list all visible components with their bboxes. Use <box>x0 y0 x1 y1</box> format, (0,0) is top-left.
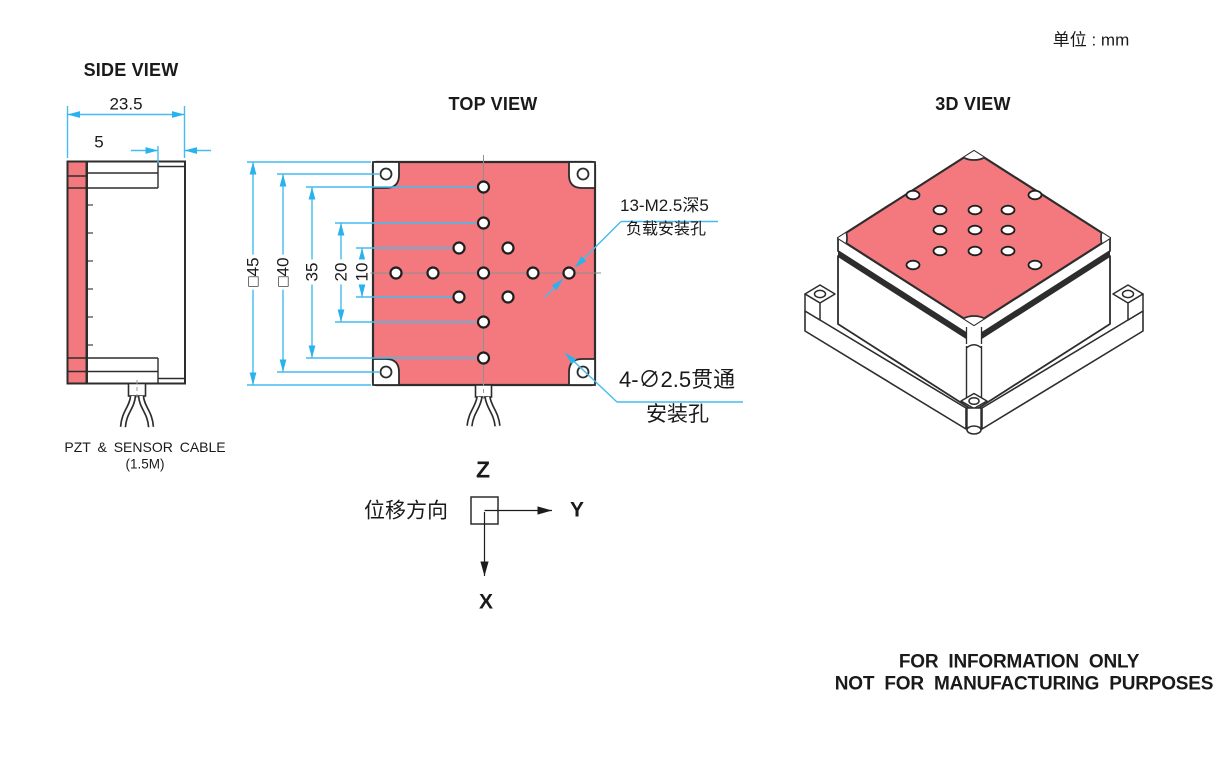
dim-label-sq40: □40 <box>274 254 293 290</box>
side-view-steps <box>87 161 185 384</box>
note-load-holes-line1: 13-M2.5深5 <box>620 196 709 215</box>
axis-x-label: X <box>478 590 494 614</box>
axis-y-label: Y <box>569 498 585 522</box>
dim-label-sq45: □45 <box>244 254 263 290</box>
iso-load-holes <box>905 189 1043 271</box>
dim-label-35: 35 <box>303 259 322 285</box>
side-view-drawing <box>66 106 211 428</box>
note-load-holes-line2: 负载安装孔 <box>626 221 707 238</box>
side-view-face-splits <box>67 175 87 373</box>
load-mount-holes <box>389 180 576 365</box>
axis-z-label: Z <box>475 456 491 483</box>
right-mount-ear <box>1112 284 1144 321</box>
iso-view-drawing <box>804 149 1144 435</box>
cable-length-label: (1.5M) <box>125 456 165 472</box>
corner-mount-hole <box>576 365 590 379</box>
side-view-dimensions <box>66 106 211 163</box>
side-view-body <box>86 160 186 385</box>
units-note: 单位 : mm <box>1052 30 1130 50</box>
flexure-ticks <box>86 204 93 346</box>
rim-channel-cut <box>965 326 983 344</box>
left-mount-ear <box>804 284 836 321</box>
corner-mount-hole <box>379 167 393 181</box>
iso-view-title: 3D VIEW <box>935 94 1011 114</box>
note-mount-holes-line2: 安装孔 <box>646 403 709 426</box>
dim-label-20: 20 <box>332 259 351 285</box>
corner-mount-hole <box>576 167 590 181</box>
footer-line2: NOT FOR MANUFACTURING PURPOSES <box>834 673 1214 695</box>
corner-mount-hole <box>379 365 393 379</box>
dim-label-10: 10 <box>353 259 372 285</box>
cable-label: PZT & SENSOR CABLE <box>64 439 226 455</box>
front-mount-ear <box>960 392 988 435</box>
top-view-title: TOP VIEW <box>448 94 538 114</box>
side-view-red-face <box>66 160 88 385</box>
side-view-title: SIDE VIEW <box>83 60 179 80</box>
side-view-cable <box>119 380 155 428</box>
axes-indicator <box>470 496 552 576</box>
displacement-direction-label: 位移方向 <box>364 499 448 523</box>
footer-line1: FOR INFORMATION ONLY <box>898 651 1140 673</box>
note-mount-holes-line1: 4-∅2.5贯通 <box>619 367 736 392</box>
top-view-cable <box>466 382 501 427</box>
leader-lines <box>544 220 743 403</box>
front-channel <box>965 341 983 405</box>
corner-cutouts <box>372 161 596 386</box>
dim-label-5: 5 <box>94 132 104 152</box>
dim-label-23-5: 23.5 <box>109 94 143 114</box>
